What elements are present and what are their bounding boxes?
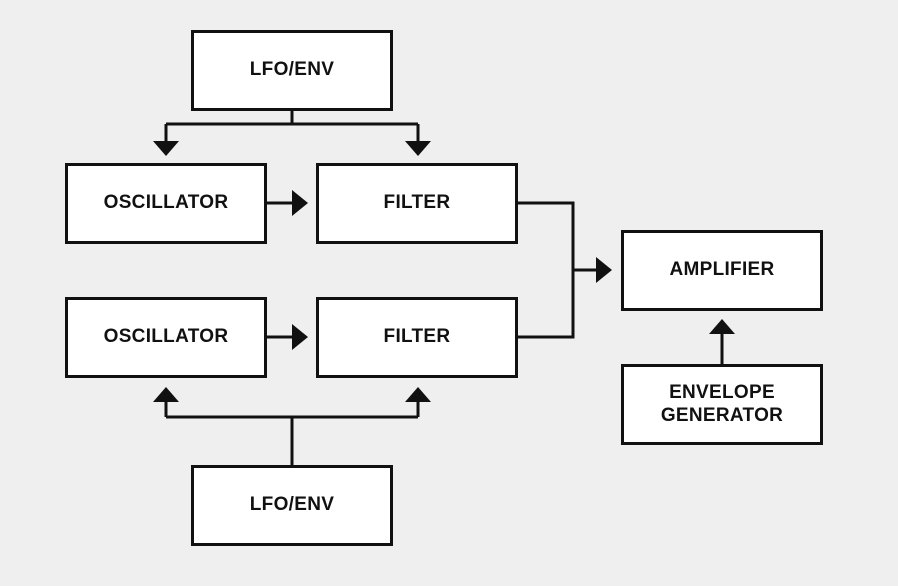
arrowhead-right-icon [292, 190, 308, 216]
filter-1-label: FILTER [383, 192, 451, 214]
filter-2-label: FILTER [383, 326, 451, 348]
filter-block-1: FILTER [316, 163, 518, 244]
lfo-env-bottom-label: LFO/ENV [249, 494, 335, 516]
oscillator-2-label: OSCILLATOR [103, 326, 229, 348]
oscillator-block-2: OSCILLATOR [65, 297, 267, 378]
lfo-env-block-bottom: LFO/ENV [191, 465, 393, 546]
oscillator-block-1: OSCILLATOR [65, 163, 267, 244]
amplifier-label: AMPLIFIER [669, 259, 775, 281]
envelope-generator-block: ENVELOPE GENERATOR [621, 364, 823, 445]
filter-block-2: FILTER [316, 297, 518, 378]
amplifier-block: AMPLIFIER [621, 230, 823, 311]
oscillator-1-label: OSCILLATOR [103, 192, 229, 214]
arrowhead-down-icon [153, 141, 179, 156]
connector-filter-1-out [518, 201, 575, 339]
lfo-env-block-top: LFO/ENV [191, 30, 393, 111]
envelope-generator-label: ENVELOPE GENERATOR [660, 381, 784, 426]
arrowhead-up-icon [405, 387, 431, 402]
arrowhead-down-icon [405, 141, 431, 156]
arrowhead-right-icon [596, 257, 612, 283]
lfo-env-top-label: LFO/ENV [249, 59, 335, 81]
arrowhead-up-icon [709, 319, 735, 334]
arrowhead-right-icon [292, 324, 308, 350]
arrowhead-up-icon [153, 387, 179, 402]
